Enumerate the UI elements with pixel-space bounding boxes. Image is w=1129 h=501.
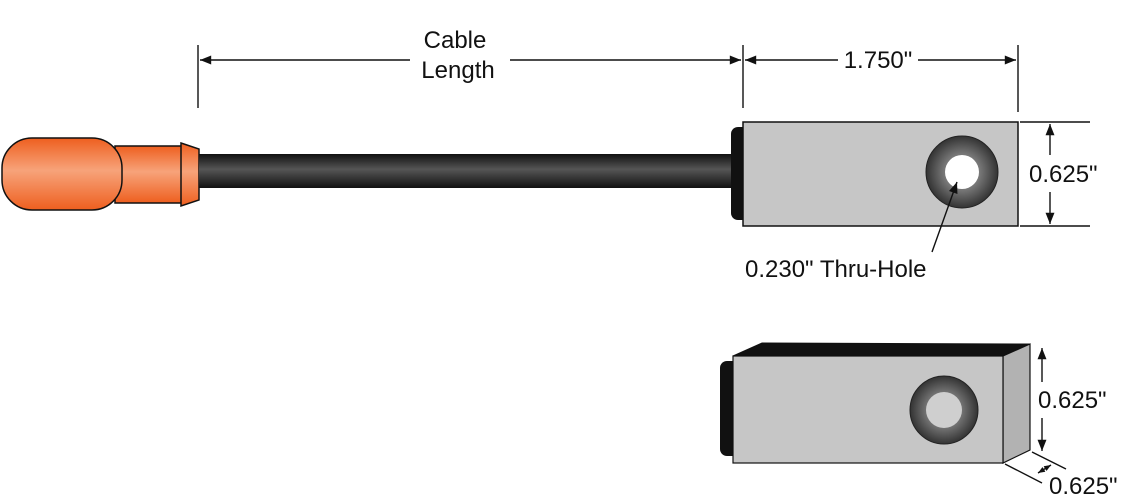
connector — [1, 137, 200, 211]
iso-depth-label: 0.625" — [1049, 473, 1118, 500]
sensor-block-top-view — [731, 121, 1019, 227]
cable-label: Cable — [424, 27, 487, 54]
iso-height-label: 0.625" — [1038, 387, 1107, 414]
block-height-dimension: 0.625" — [1020, 121, 1098, 227]
thru-hole — [945, 155, 979, 189]
thru-hole-label: 0.230" Thru-Hole — [745, 256, 927, 283]
block-height-label: 0.625" — [1029, 161, 1098, 188]
length-label: Length — [421, 57, 494, 84]
cable — [199, 154, 737, 188]
iso-height-dimension: 0.625" — [1037, 348, 1107, 451]
cable-length-dimension: Cable Length — [197, 27, 1019, 112]
block-length-label: 1.750" — [844, 47, 913, 74]
iso-depth-dimension: 0.625" — [1004, 451, 1118, 500]
sensor-block-isometric — [720, 342, 1031, 464]
thru-hole-callout: 0.230" Thru-Hole — [745, 181, 958, 283]
block-length-dimension: 1.750" — [745, 47, 1016, 74]
